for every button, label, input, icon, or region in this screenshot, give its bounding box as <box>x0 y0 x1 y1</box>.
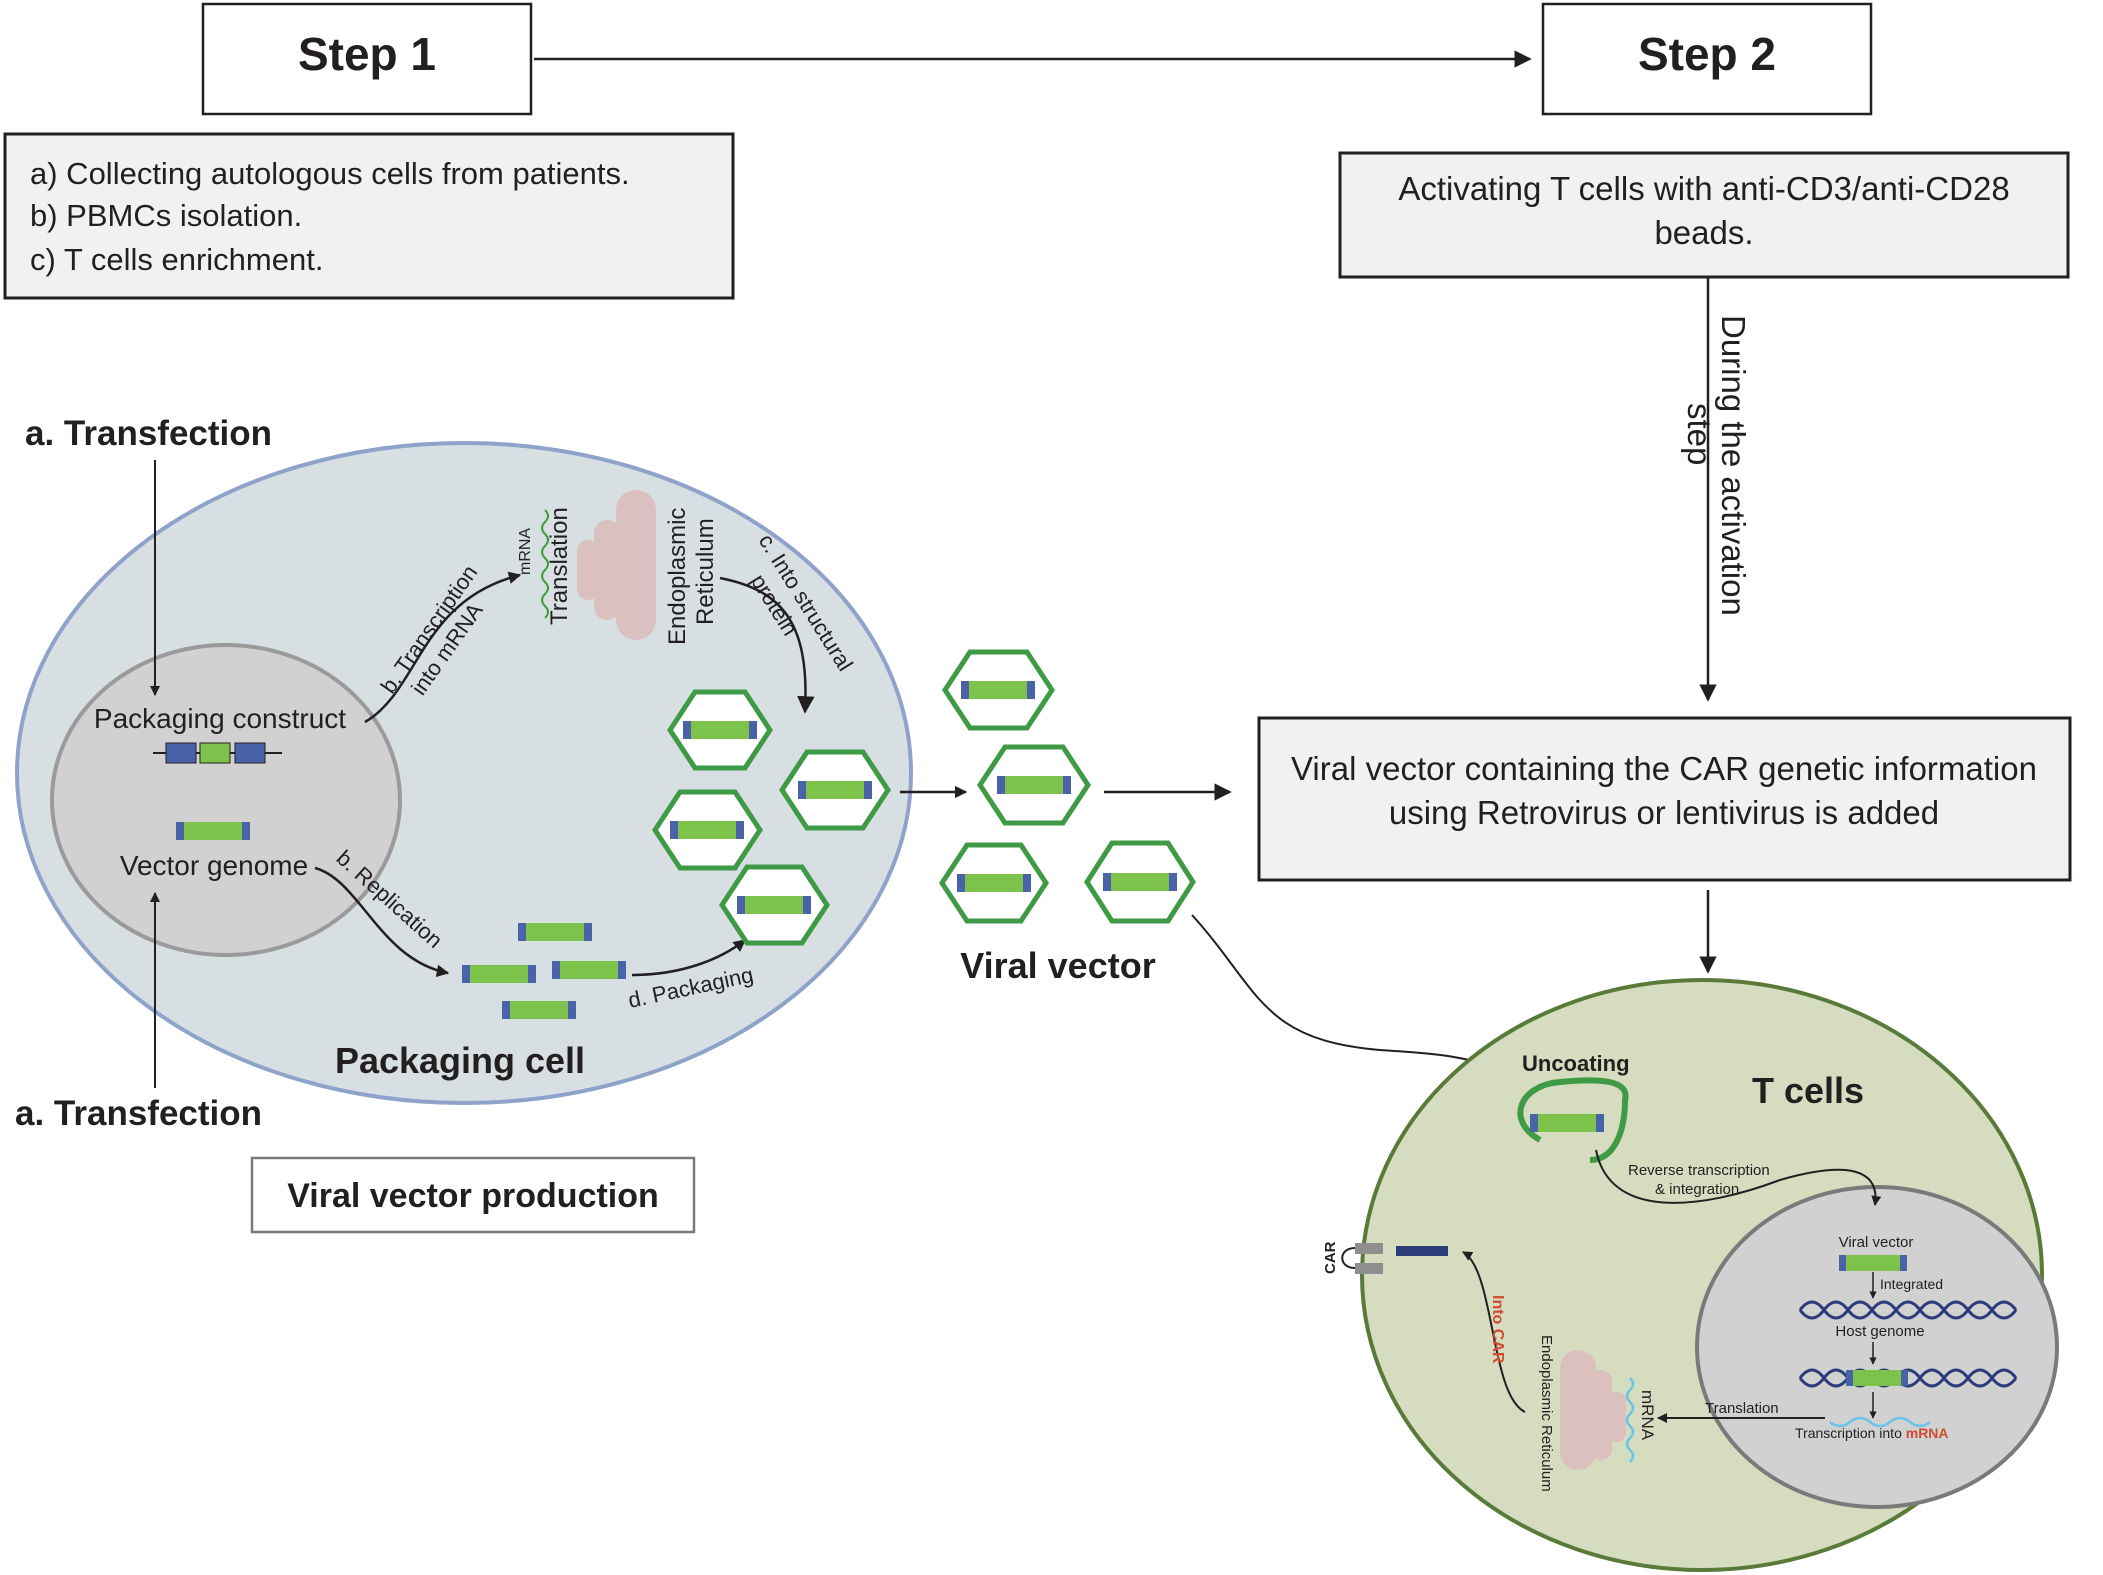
host-genome-label: Host genome <box>1835 1323 1924 1340</box>
step1-item-c: c) T cells enrichment. <box>30 242 323 277</box>
uncoating-label: Uncoating <box>1522 1051 1630 1076</box>
car-label: CAR <box>1322 1241 1339 1274</box>
transcription-into-mrna-label: Transcription into mRNA <box>1795 1425 1949 1441</box>
activation-line-1: Activating T cells with anti-CD3/anti-CD… <box>1398 170 2009 207</box>
mrna-label-top: mRNA <box>517 528 534 575</box>
step1-title: Step 1 <box>298 28 436 80</box>
packaging-er <box>577 490 656 640</box>
virion-inside-3 <box>652 789 763 871</box>
tcell-mrna-label: mRNA <box>1638 1390 1657 1441</box>
into-car-label: Into CAR <box>1489 1295 1506 1364</box>
integrated-gene <box>1846 1370 1908 1386</box>
car-receptor <box>1341 1243 1448 1274</box>
tcell-er <box>1560 1350 1626 1470</box>
svg-text:Into CAR: Into CAR <box>1489 1295 1506 1364</box>
vector-genome-gene <box>176 822 250 840</box>
viral-vector-production-box: Viral vector production <box>250 1156 696 1234</box>
during-line-2: step <box>1681 403 1718 465</box>
svg-text:mRNA: mRNA <box>1638 1390 1657 1441</box>
t-cell-nucleus <box>1695 1185 2059 1509</box>
mrna-strand <box>541 509 549 619</box>
tcell-translation-label: Translation <box>1705 1400 1779 1417</box>
tcell-er-label: Endoplasmic Reticulum <box>1538 1335 1555 1492</box>
svg-text:Endoplasmic: Endoplasmic <box>664 508 691 645</box>
viral-vector-production-label: Viral vector production <box>287 1177 659 1215</box>
svg-text:Reticulum: Reticulum <box>692 518 719 625</box>
viral-vector-added-line-1: Viral vector containing the CAR genetic … <box>1291 750 2037 787</box>
packaging-arrow <box>631 939 746 977</box>
uncoated-gene <box>1530 1114 1604 1132</box>
step1-item-b: b) PBMCs isolation. <box>30 198 302 233</box>
step1-box: Step 1 <box>201 2 533 116</box>
virion-free-3 <box>939 842 1049 924</box>
during-activation-label: During the activation step <box>1681 315 1752 616</box>
replicated-gene-3 <box>552 961 626 979</box>
packaging-cell-label: Packaging cell <box>335 1040 585 1081</box>
tcell-mrna-near-er <box>1625 1377 1635 1463</box>
tcell-mrna-strand <box>1829 1416 1931 1428</box>
virion-free-1 <box>942 649 1055 731</box>
replicated-gene-4 <box>502 1001 576 1019</box>
step2-box: Step 2 <box>1541 2 1873 116</box>
viral-vector-added-box: Viral vector containing the CAR genetic … <box>1257 716 2072 882</box>
step1-details-box: a) Collecting autologous cells from pati… <box>3 132 735 300</box>
host-genome-dna <box>1798 1300 2018 1320</box>
packaging-nucleus <box>50 643 402 957</box>
svg-text:CAR: CAR <box>1322 1241 1339 1274</box>
transfection-bottom-label: a. Transfection <box>15 1094 262 1133</box>
into-car-arrow <box>1462 1251 1526 1413</box>
reverse-transcription-arrow <box>1595 1149 1882 1206</box>
svg-text:Endoplasmic Reticulum: Endoplasmic Reticulum <box>1538 1335 1555 1492</box>
virion-inside-1 <box>667 689 773 771</box>
nucleus-viral-vector-label: Viral vector <box>1839 1234 1914 1251</box>
integrated-label: Integrated <box>1880 1276 1943 1292</box>
er-label-top: Endoplasmic Reticulum <box>664 508 719 645</box>
replicated-gene-1 <box>518 923 592 941</box>
virion-inside-2 <box>779 749 891 831</box>
nucleus-viral-gene <box>1839 1255 1907 1271</box>
virion-free-4 <box>1084 840 1196 924</box>
virion-inside-4 <box>719 864 830 946</box>
packaging-construct-plasmid <box>153 742 282 764</box>
svg-text:mRNA: mRNA <box>517 528 534 575</box>
virion-free-2 <box>977 744 1091 826</box>
step1-item-a: a) Collecting autologous cells from pati… <box>30 156 630 191</box>
rt-line-1: Reverse transcription <box>1628 1162 1770 1179</box>
transfection-top-label: a. Transfection <box>25 414 272 453</box>
structural-protein-arrow <box>719 576 815 714</box>
replicated-gene-2 <box>462 965 536 983</box>
vector-genome-label: Vector genome <box>120 850 308 881</box>
activation-box: Activating T cells with anti-CD3/anti-CD… <box>1338 151 2070 279</box>
viral-vector-added-line-2: using Retrovirus or lentivirus is added <box>1389 794 1939 831</box>
viral-vector-label: Viral vector <box>960 945 1155 986</box>
step2-title: Step 2 <box>1638 28 1776 80</box>
packaging-construct-label: Packaging construct <box>94 703 346 734</box>
translation-label-top: Translation <box>546 507 573 625</box>
t-cells-label: T cells <box>1752 1070 1864 1111</box>
during-line-1: During the activation <box>1715 315 1752 616</box>
rt-line-2: & integration <box>1655 1181 1739 1198</box>
svg-text:Translation: Translation <box>546 507 573 625</box>
transcription-arrow <box>364 571 522 724</box>
activation-line-2: beads. <box>1654 214 1753 251</box>
uncoated-capsid <box>1517 1077 1629 1163</box>
replication-arrow <box>314 866 450 978</box>
